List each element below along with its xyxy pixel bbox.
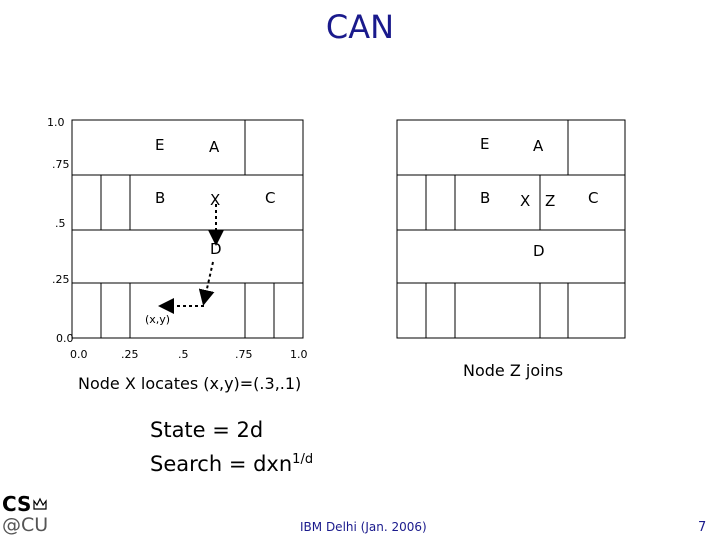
left-zone-x: X <box>210 191 221 209</box>
right-grid <box>396 119 626 339</box>
search-line: Search = dxn1/d <box>150 445 313 479</box>
crown-icon <box>33 497 47 510</box>
y-tick-1-0: 1.0 <box>47 116 65 129</box>
left-caption: Node X locates (x,y)=(.3,.1) <box>78 374 302 393</box>
complexity-formula: State = 2d Search = dxn1/d <box>150 416 313 479</box>
right-zone-d: D <box>533 242 545 260</box>
y-tick-0-5: .5 <box>55 217 66 230</box>
logo-bottom-text: @CU <box>2 514 49 536</box>
left-zone-d: D <box>210 240 222 258</box>
x-tick-1-0: 1.0 <box>290 348 308 361</box>
x-tick-0-5: .5 <box>178 348 189 361</box>
left-zone-b: B <box>155 189 166 207</box>
y-tick-0-0: 0.0 <box>56 332 74 345</box>
target-point-label: (x,y) <box>145 313 171 326</box>
footer-text: IBM Delhi (Jan. 2006) <box>300 520 427 534</box>
search-exponent: 1/d <box>292 452 314 467</box>
page-number: 7 <box>698 520 707 535</box>
right-zone-a: A <box>533 137 544 155</box>
left-zone-e: E <box>155 136 165 154</box>
left-zone-c: C <box>265 189 276 207</box>
right-zone-b: B <box>480 189 491 207</box>
state-line: State = 2d <box>150 418 264 442</box>
arrow-d-down <box>198 261 215 306</box>
right-zone-x: X <box>520 192 531 210</box>
x-tick-0-75: .75 <box>235 348 253 361</box>
x-tick-0-25: .25 <box>121 348 139 361</box>
right-zone-c: C <box>588 189 599 207</box>
left-grid-border <box>71 119 304 339</box>
right-caption: Node Z joins <box>463 361 564 380</box>
left-zone-a: A <box>209 138 220 156</box>
logo-top-text: CS <box>2 492 32 516</box>
search-text: Search = dxn <box>150 452 293 476</box>
left-grid <box>71 119 304 339</box>
csecu-logo: CS @CU <box>2 494 50 538</box>
slide-title: CAN <box>325 8 395 46</box>
right-zone-e: E <box>480 135 490 153</box>
right-zone-z: Z <box>545 192 556 210</box>
right-grid-border <box>396 119 626 339</box>
routing-arrows <box>158 204 224 314</box>
y-tick-0-25: .25 <box>52 273 70 286</box>
x-tick-0-0: 0.0 <box>70 348 88 361</box>
y-tick-0-75: .75 <box>52 158 70 171</box>
